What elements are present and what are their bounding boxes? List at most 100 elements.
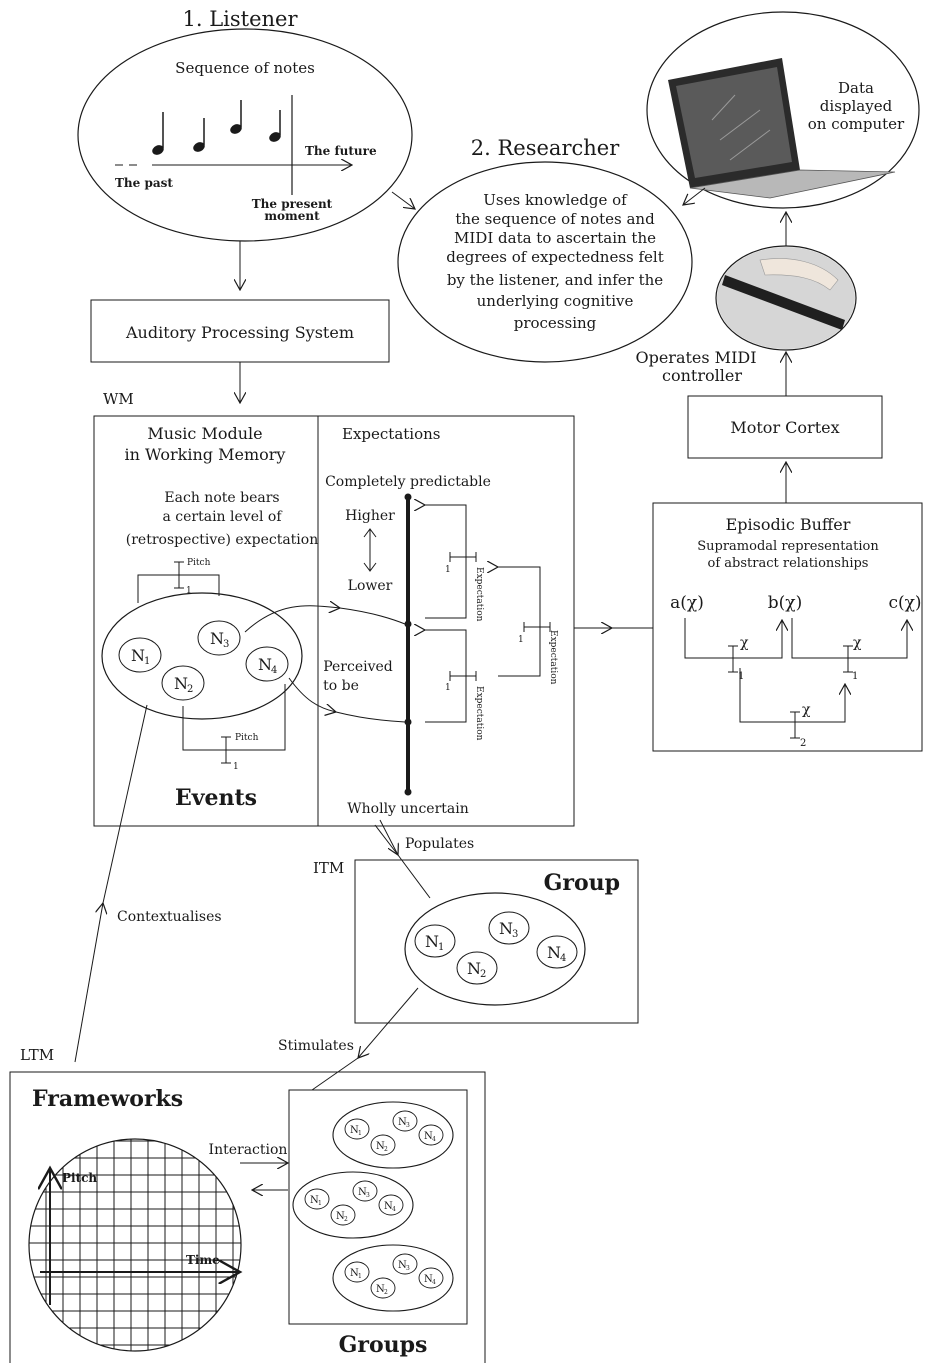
listener-heading: 1. Listener [182, 7, 298, 31]
researcher-line: MIDI data to ascertain the [454, 229, 656, 247]
midi-label-1: Operates MIDI [635, 348, 756, 367]
mini-note-letter: N [384, 1201, 393, 1212]
mini-note-sub: 4 [392, 1206, 396, 1213]
mini-note [370, 1134, 396, 1156]
note-n1-sub: 1 [144, 656, 150, 667]
motor-box [687, 395, 883, 459]
group-n3-letter: N [499, 919, 513, 938]
researcher-text: Uses knowledge of the sequence of notes … [446, 191, 664, 332]
mini-note [418, 1124, 444, 1146]
researcher-heading: 2. Researcher [471, 136, 620, 160]
mini-note [392, 1110, 418, 1132]
mini-note-sub: 3 [366, 1192, 370, 1199]
note-n2-sub: 2 [187, 684, 193, 695]
ltm-box [9, 1071, 486, 1363]
populates-line-top [374, 824, 399, 856]
note-n1: N 1 [118, 637, 162, 673]
one-exp-upper: 1 [445, 565, 451, 575]
one-bc: 1 [852, 671, 858, 682]
researcher-line: Uses knowledge of [483, 191, 628, 209]
note-n4-letter: N [258, 655, 272, 674]
events-label: Events [175, 785, 257, 811]
a-chi-label: a(χ) [670, 593, 704, 613]
interval-symbol-bottom [221, 736, 231, 764]
expectation-label-upper: Expectation [474, 567, 484, 622]
group-n1-sub: 1 [438, 942, 444, 953]
one-label-bottom: 1 [233, 762, 239, 772]
groups-label: Groups [339, 1332, 428, 1358]
note-n3-sub: 3 [223, 639, 229, 650]
episodic-bracket-outer [739, 668, 845, 723]
group-n3-sub: 3 [512, 929, 518, 940]
contextualises-line [102, 704, 148, 904]
arrow-n4-scale [288, 677, 336, 712]
mini-note-sub: 2 [384, 1146, 388, 1153]
c-chi-label: c(χ) [888, 593, 921, 613]
perceived-label-1: Perceived [323, 659, 393, 675]
note-text-line: (retrospective) expectation [126, 532, 318, 548]
mini-note [392, 1253, 418, 1275]
mini-note-letter: N [424, 1274, 433, 1285]
mini-note-letter: N [376, 1284, 385, 1295]
ltm-tag: LTM [20, 1046, 54, 1064]
group-n4-sub: 4 [560, 953, 566, 964]
researcher-line: underlying cognitive [477, 292, 634, 310]
note-n3-letter: N [210, 629, 224, 648]
mini-note-letter: N [358, 1187, 367, 1198]
expectation-bracket-upper [425, 505, 467, 619]
one-label-top: 1 [186, 586, 192, 596]
group-n1-letter: N [425, 932, 439, 951]
events-ellipse [101, 592, 303, 720]
note-n4: N 4 [245, 646, 289, 682]
stimulates-line [311, 1057, 359, 1091]
present-label-1: The present [252, 197, 333, 211]
contextualises-label: Contextualises [117, 909, 222, 925]
pitch-label-bottom: Pitch [235, 733, 259, 743]
mini-note [330, 1204, 356, 1226]
music-notes-icon [152, 100, 281, 155]
mini-note [378, 1194, 404, 1216]
mini-note-letter: N [336, 1211, 345, 1222]
chi-ab: χ [740, 635, 749, 651]
populates-arrow [379, 819, 398, 855]
chi-bc: χ [853, 635, 862, 651]
midi-controller-icon [717, 247, 855, 349]
expectation-bracket-outer [498, 567, 541, 677]
note-n3: N 3 [197, 620, 241, 656]
wm-box [93, 415, 575, 827]
mini-note [352, 1180, 378, 1202]
expectations-title: Expectations [342, 425, 440, 443]
listener-ellipse [77, 28, 413, 242]
episodic-box [652, 502, 923, 752]
lower-label: Lower [348, 578, 393, 594]
interval-symbol-exp-lower [449, 671, 477, 681]
music-module-line-1: Music Module [147, 424, 262, 443]
note-n1-letter: N [131, 646, 145, 665]
note-text-line: a certain level of [162, 509, 283, 525]
itm-box [354, 859, 639, 1024]
episodic-title: Episodic Buffer [726, 515, 851, 534]
sequence-label: Sequence of notes [175, 59, 315, 77]
arrow-n3-scale-tail [339, 607, 406, 625]
double-arrow-icon [363, 528, 377, 572]
mini-note [304, 1188, 330, 1210]
auditory-label: Auditory Processing System [125, 323, 354, 342]
interaction-label: Interaction [209, 1142, 288, 1158]
mini-note-letter: N [424, 1131, 433, 1142]
researcher-line: the sequence of notes and [455, 210, 655, 228]
mini-note-letter: N [398, 1260, 407, 1271]
two-outer: 2 [800, 738, 806, 749]
present-label-2: moment [264, 209, 320, 223]
mini-note [344, 1261, 370, 1283]
mini-note-sub: 2 [384, 1289, 388, 1296]
frameworks-label: Frameworks [32, 1086, 183, 1112]
the-future-label: The future [305, 144, 377, 158]
computer-line-2: displayed [820, 97, 893, 115]
group-n2-letter: N [467, 959, 481, 978]
researcher-line: degrees of expectedness felt [446, 248, 664, 266]
